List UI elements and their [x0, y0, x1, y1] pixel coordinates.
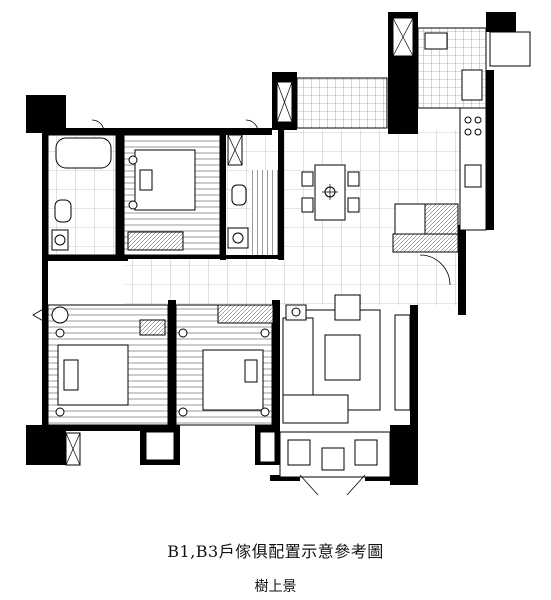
bathroom-left	[51, 137, 112, 251]
shafts	[65, 17, 414, 466]
dining-chair	[301, 171, 314, 187]
bath2-wood-strip	[250, 170, 278, 255]
wall-corridor-top	[125, 255, 280, 259]
wall-bath2-right	[278, 130, 284, 260]
coffee-table	[324, 334, 361, 381]
balcony-chair	[354, 439, 378, 466]
bathroom-right	[227, 184, 249, 249]
dining-chair	[347, 197, 360, 213]
sofa-bottom	[282, 394, 349, 424]
pillow	[244, 359, 258, 383]
wall-bottom-balcony-right	[365, 475, 395, 481]
dining-chair	[347, 171, 360, 187]
living-room	[282, 294, 411, 424]
cabinet-strip	[392, 233, 459, 253]
pillow	[139, 169, 153, 191]
brand-name: 樹上景	[254, 579, 297, 595]
toilet	[54, 199, 72, 223]
vanity	[139, 319, 166, 336]
master-bedroom	[51, 306, 166, 417]
shaft-living-bottom	[259, 431, 276, 463]
counter-low	[394, 203, 426, 235]
fridge	[461, 69, 483, 101]
corridor-tile-floor	[125, 255, 465, 305]
dining-chair	[301, 197, 314, 213]
kitchen-sink-top	[424, 32, 448, 50]
pillow	[63, 359, 79, 391]
wardrobe	[217, 304, 274, 324]
wall-bed3-right	[272, 300, 280, 430]
toilet	[231, 184, 247, 206]
bedroom-bottom	[178, 304, 274, 417]
wall-right-mid	[458, 225, 466, 315]
plant	[51, 306, 69, 324]
door-swings	[32, 119, 466, 496]
wall-bottom-balcony-left	[270, 475, 300, 481]
tv-cabinet	[394, 314, 411, 411]
shaft-bed3-bottom	[145, 431, 175, 461]
balcony-top-tile-floor	[297, 78, 387, 128]
wardrobe	[127, 231, 184, 251]
counter-low-2	[424, 203, 459, 235]
wall-mid-top	[48, 255, 128, 261]
wall-left	[26, 95, 66, 133]
wall-bed-divider	[168, 300, 176, 430]
wall-left-thin	[42, 130, 48, 430]
wall-bath1-right	[116, 130, 124, 260]
room-outlines	[47, 27, 487, 426]
wall-bed2-right	[220, 130, 226, 260]
armchair	[334, 294, 361, 321]
kitchen-counter	[392, 31, 531, 253]
kitchen-sink	[464, 164, 482, 188]
wall-top-bedrooms	[42, 128, 272, 135]
wall-left-lower	[26, 425, 66, 465]
balcony-bottom	[279, 431, 391, 478]
bathtub	[55, 137, 112, 169]
floor-plan	[26, 12, 531, 496]
balcony-chair	[287, 439, 311, 466]
balcony-table	[321, 447, 345, 471]
wall-lower-bedrooms	[42, 425, 177, 431]
wall-kitchen-right	[486, 70, 494, 230]
wall-right-lower	[410, 305, 418, 480]
dining-set	[301, 164, 360, 221]
service-balcony	[489, 31, 531, 67]
bedroom-top	[127, 149, 196, 251]
plan-title: B1,B3戶傢俱配置示意參考圖	[167, 542, 384, 561]
wall-kitchen-top-right	[486, 12, 516, 32]
